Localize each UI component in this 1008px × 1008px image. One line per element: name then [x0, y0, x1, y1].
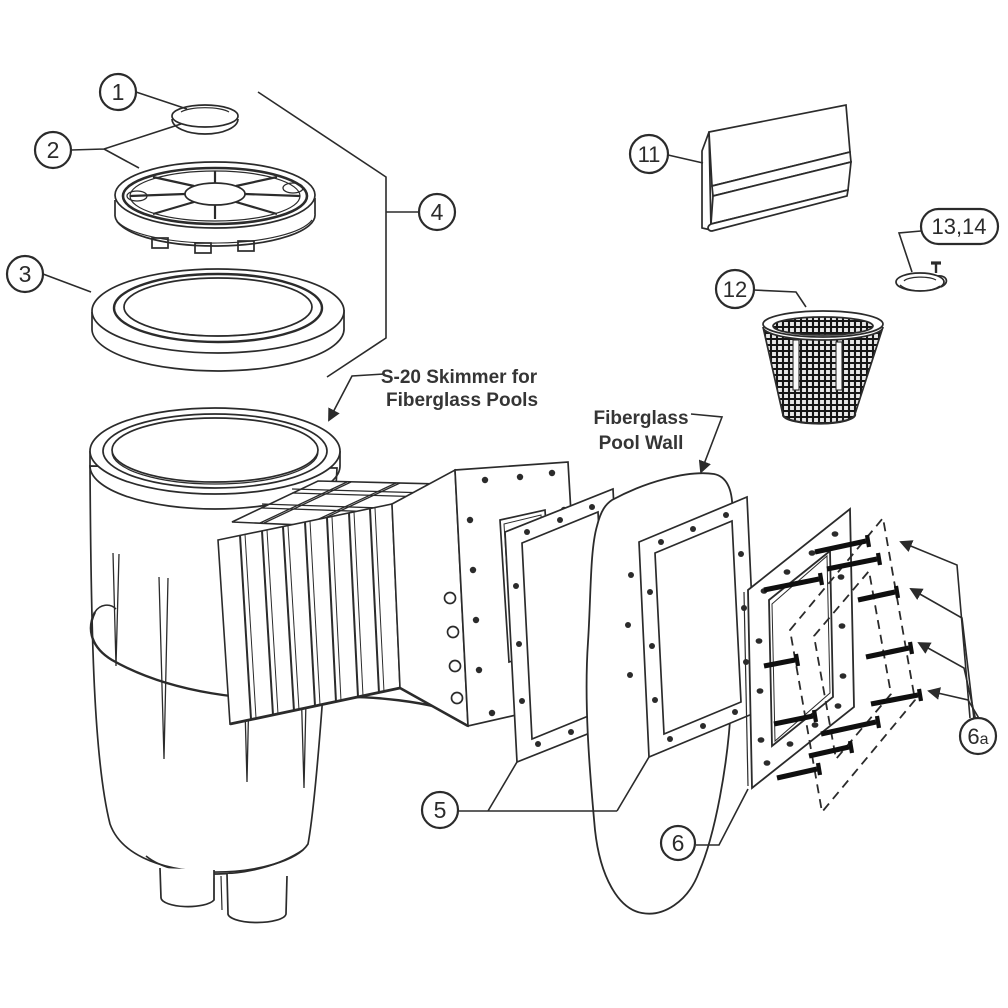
leader-1 [135, 91, 188, 110]
leader-4-bracket [257, 91, 418, 378]
dish-screw [931, 261, 941, 273]
callout-5: 5 [420, 790, 460, 830]
callout-2-label: 2 [47, 137, 60, 163]
callout-6a: 6a [958, 716, 998, 756]
leader-2 [70, 123, 182, 169]
callout-6-label: 6 [672, 830, 685, 856]
weir-door [701, 103, 852, 232]
skimmer-title-line1: S-20 Skimmer for [381, 367, 538, 388]
leader-skimmer-label [328, 373, 385, 422]
leader-3 [42, 273, 92, 293]
leader-6a-arrows [899, 540, 981, 722]
callout-4-label: 4 [431, 199, 444, 225]
gasket-outer [638, 495, 758, 759]
lid-spokes [129, 171, 301, 219]
skimmer-title-line2: Fiberglass Pools [386, 390, 538, 411]
callout-13-14: 13,14 [919, 207, 1000, 246]
leader-12 [752, 289, 807, 308]
callout-5-label: 5 [434, 797, 447, 823]
callout-12-label: 12 [723, 277, 747, 302]
lid-cover [114, 161, 316, 254]
callout-13-14-label: 13,14 [931, 214, 986, 239]
leader-6 [696, 788, 749, 846]
pool-wall-label-line2: Pool Wall [599, 433, 684, 454]
faceplate-screws [763, 534, 924, 781]
callout-11-label: 11 [638, 142, 661, 167]
pool-wall-label-line1: Fiberglass [593, 408, 688, 429]
callout-3: 3 [5, 254, 45, 294]
faceplate-holes [755, 531, 847, 766]
text-labels: S-20 Skimmer for Fiberglass Pools Fiberg… [381, 367, 689, 454]
callout-6: 6 [659, 824, 697, 862]
callout-6a-label: 6a [967, 724, 988, 749]
backing-plate-dashed [789, 515, 916, 815]
leader-5 [458, 756, 650, 812]
leader-pool-wall-label [690, 413, 724, 474]
collar-ring [91, 268, 345, 372]
faceplate [743, 507, 855, 790]
callout-11: 11 [628, 133, 670, 175]
callout-2: 2 [33, 130, 73, 170]
skimmer-basket [762, 310, 884, 425]
vacuum-plate-dish-and-screw [895, 261, 948, 292]
callout-3-label: 3 [19, 261, 32, 287]
leader-11 [667, 154, 704, 164]
callout-4: 4 [417, 192, 457, 232]
callout-1-label: 1 [112, 79, 125, 105]
callout-1: 1 [98, 72, 138, 112]
skimmer-throat [217, 468, 563, 728]
lid-plug [171, 104, 239, 135]
leader-lines [42, 91, 981, 846]
callout-12: 12 [714, 268, 756, 310]
callouts: 1 2 3 4 5 6 6a 11 [5, 72, 1000, 862]
leader-13-14 [897, 230, 922, 273]
